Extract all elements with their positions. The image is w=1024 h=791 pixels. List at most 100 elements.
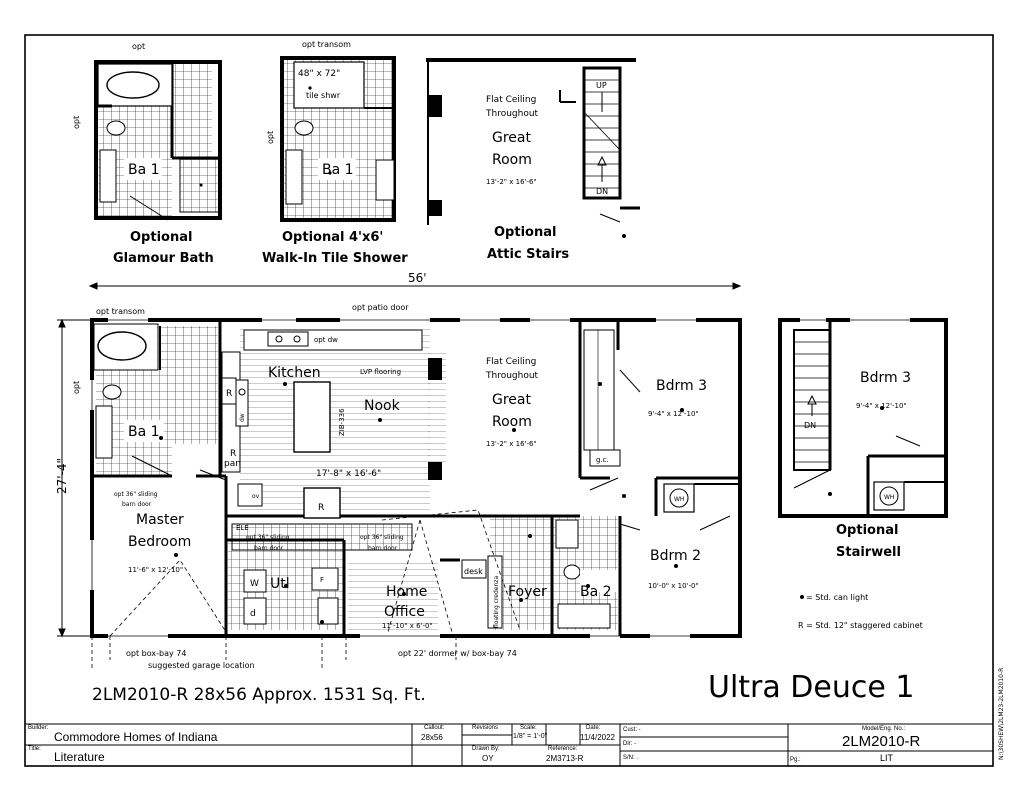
utl-label: Utl xyxy=(270,576,290,592)
utl-barn-2: barn door xyxy=(254,545,284,552)
tb-cust: Cust: - xyxy=(623,727,641,733)
tb-callout: 28x56 xyxy=(421,733,443,742)
tb-drawn: OY xyxy=(482,754,494,763)
optional-attic-stairs xyxy=(426,58,640,238)
tb-dlr: Dlr: - xyxy=(623,741,636,747)
dimension-56-label: 56' xyxy=(408,271,427,285)
shower-size: 48" x 72" xyxy=(298,69,340,79)
can-lights xyxy=(159,382,684,624)
attic-caption-2: Attic Stairs xyxy=(487,247,569,262)
tb-builder: Commodore Homes of Indiana xyxy=(54,730,218,744)
box-bay-label: opt box-bay 74 xyxy=(126,649,186,658)
wh-label: WH xyxy=(674,496,684,503)
office-barn-2: barn door xyxy=(368,545,398,552)
shower-tile-label: tile shwr xyxy=(306,91,341,100)
foyer-label: Foyer xyxy=(508,584,547,600)
lvp-label: LVP flooring xyxy=(360,368,401,376)
glamour-ba1-label: Ba 1 xyxy=(128,162,160,178)
sheet-border xyxy=(24,34,994,767)
tb-drawn-label: Drawn By: xyxy=(472,746,500,752)
home-office-1: Home xyxy=(386,584,427,600)
tb-builder-label: Builder: xyxy=(28,725,49,731)
bdrm3-label: Bdrm 3 xyxy=(656,378,707,394)
attic-flat-ceiling-2: Throughout xyxy=(485,109,539,119)
tb-date-label: Date: xyxy=(586,725,601,731)
ele-label: ELE xyxy=(236,524,249,532)
dw-label: dw xyxy=(239,413,246,422)
island-r-label: R xyxy=(318,503,324,513)
stair-caption-2: Stairwell xyxy=(836,545,901,560)
title-block-grid xyxy=(25,723,993,766)
home-office-2: Office xyxy=(384,604,425,620)
bdrm3-dim: 9'-4" x 12'-10" xyxy=(648,410,699,418)
shower-ba1-label: Ba 1 xyxy=(322,162,354,178)
tb-lit: LIT xyxy=(880,753,894,763)
main-flat-ceiling-2: Throughout xyxy=(485,371,539,381)
utl-barn-1: opt 36" sliding xyxy=(246,534,290,541)
stair-caption-1: Optional xyxy=(836,523,898,538)
main-opt-transom: opt transom xyxy=(96,307,145,316)
bdrm2-label: Bdrm 2 xyxy=(650,548,701,564)
attic-dn-label: DN xyxy=(596,187,608,196)
tb-title-label: Title: xyxy=(28,746,41,752)
model-line: 2LM2010-R 28x56 Approx. 1531 Sq. Ft. xyxy=(92,685,426,705)
kitchen-dim: 17'-8" x 16'-6" xyxy=(316,469,381,479)
stair-dn-label: DN xyxy=(804,421,816,430)
attic-caption-1: Optional xyxy=(494,225,556,240)
freezer-label: F xyxy=(320,576,324,584)
glamour-caption-2: Glamour Bath xyxy=(113,251,214,266)
ov-label: ov xyxy=(252,493,260,500)
glamour-opt-top: opt xyxy=(132,42,145,51)
attic-flat-ceiling-1: Flat Ceiling xyxy=(486,95,536,105)
main-flat-ceiling-1: Flat Ceiling xyxy=(486,357,536,367)
dimension-56 xyxy=(88,282,742,290)
tb-pg-label: Pg.: xyxy=(790,757,801,763)
shower-opt-transom: opt transom xyxy=(302,40,351,49)
main-great-2: Room xyxy=(492,414,532,430)
ba2-label: Ba 2 xyxy=(580,584,612,600)
stair-wh-label: WH xyxy=(884,494,894,501)
kitchen-label: Kitchen xyxy=(268,365,321,381)
main-ba1-label: Ba 1 xyxy=(128,424,160,440)
fridge-pan-label: pan xyxy=(224,459,241,469)
gc-label: g.c. xyxy=(596,456,609,464)
main-opt-dw: opt dw xyxy=(314,336,338,344)
main-great-1: Great xyxy=(492,392,531,408)
tb-ref: 2M3713-R xyxy=(546,754,584,763)
washer-label: W xyxy=(250,579,259,589)
master-dim: 11'-6" x 12'-10" xyxy=(128,566,183,574)
dimension-27-label: 27'-4" xyxy=(55,458,69,494)
optional-glamour-bath xyxy=(94,60,222,221)
legend-cabinet: R = Std. 12" staggered cabinet xyxy=(798,621,923,630)
attic-great-dim: 13'-2" x 16'-6" xyxy=(486,178,537,186)
shower-opt-side: opt xyxy=(266,131,275,144)
master-label-1: Master xyxy=(136,512,184,528)
tb-title: Literature xyxy=(54,750,105,764)
tb-model-label: Model/Eng. No.: xyxy=(862,726,906,732)
tb-scale-label: Scale: xyxy=(520,725,537,731)
optional-stairwell xyxy=(778,316,948,518)
stair-bdrm3-dim: 9'-4" x 12'-10" xyxy=(856,402,907,410)
zib-label: ZIB-336 xyxy=(338,408,346,436)
home-office-dim: 11'-10" x 6'-0" xyxy=(382,622,433,630)
stair-bdrm3-label: Bdrm 3 xyxy=(860,370,911,386)
legend-can-light-dot xyxy=(800,595,804,599)
fridge-pan-r: R xyxy=(230,449,236,459)
tb-callout-label: Callout: xyxy=(424,725,445,731)
attic-great-1: Great xyxy=(492,130,531,146)
office-barn-1: opt 36" sliding xyxy=(360,534,404,541)
master-label-2: Bedroom xyxy=(128,534,191,550)
nook-label: Nook xyxy=(364,398,401,414)
glamour-caption-1: Optional xyxy=(130,230,192,245)
optional-tile-shower xyxy=(280,56,396,222)
tb-scale: 1/8" = 1'-0" xyxy=(513,733,548,740)
main-opt-side: opt xyxy=(72,381,81,394)
fridge-label: R xyxy=(226,389,232,399)
master-barn-2: barn door xyxy=(122,501,152,508)
tb-sn: S/N: . xyxy=(623,755,639,761)
dimension-27 xyxy=(57,318,90,638)
dormer-label: opt 22' dormer w/ box-bay 74 xyxy=(398,649,517,658)
tb-date: 11/4/2022 xyxy=(580,733,615,742)
brand-title: Ultra Deuce 1 xyxy=(708,670,914,705)
legend-can-light: = Std. can light xyxy=(806,593,868,602)
